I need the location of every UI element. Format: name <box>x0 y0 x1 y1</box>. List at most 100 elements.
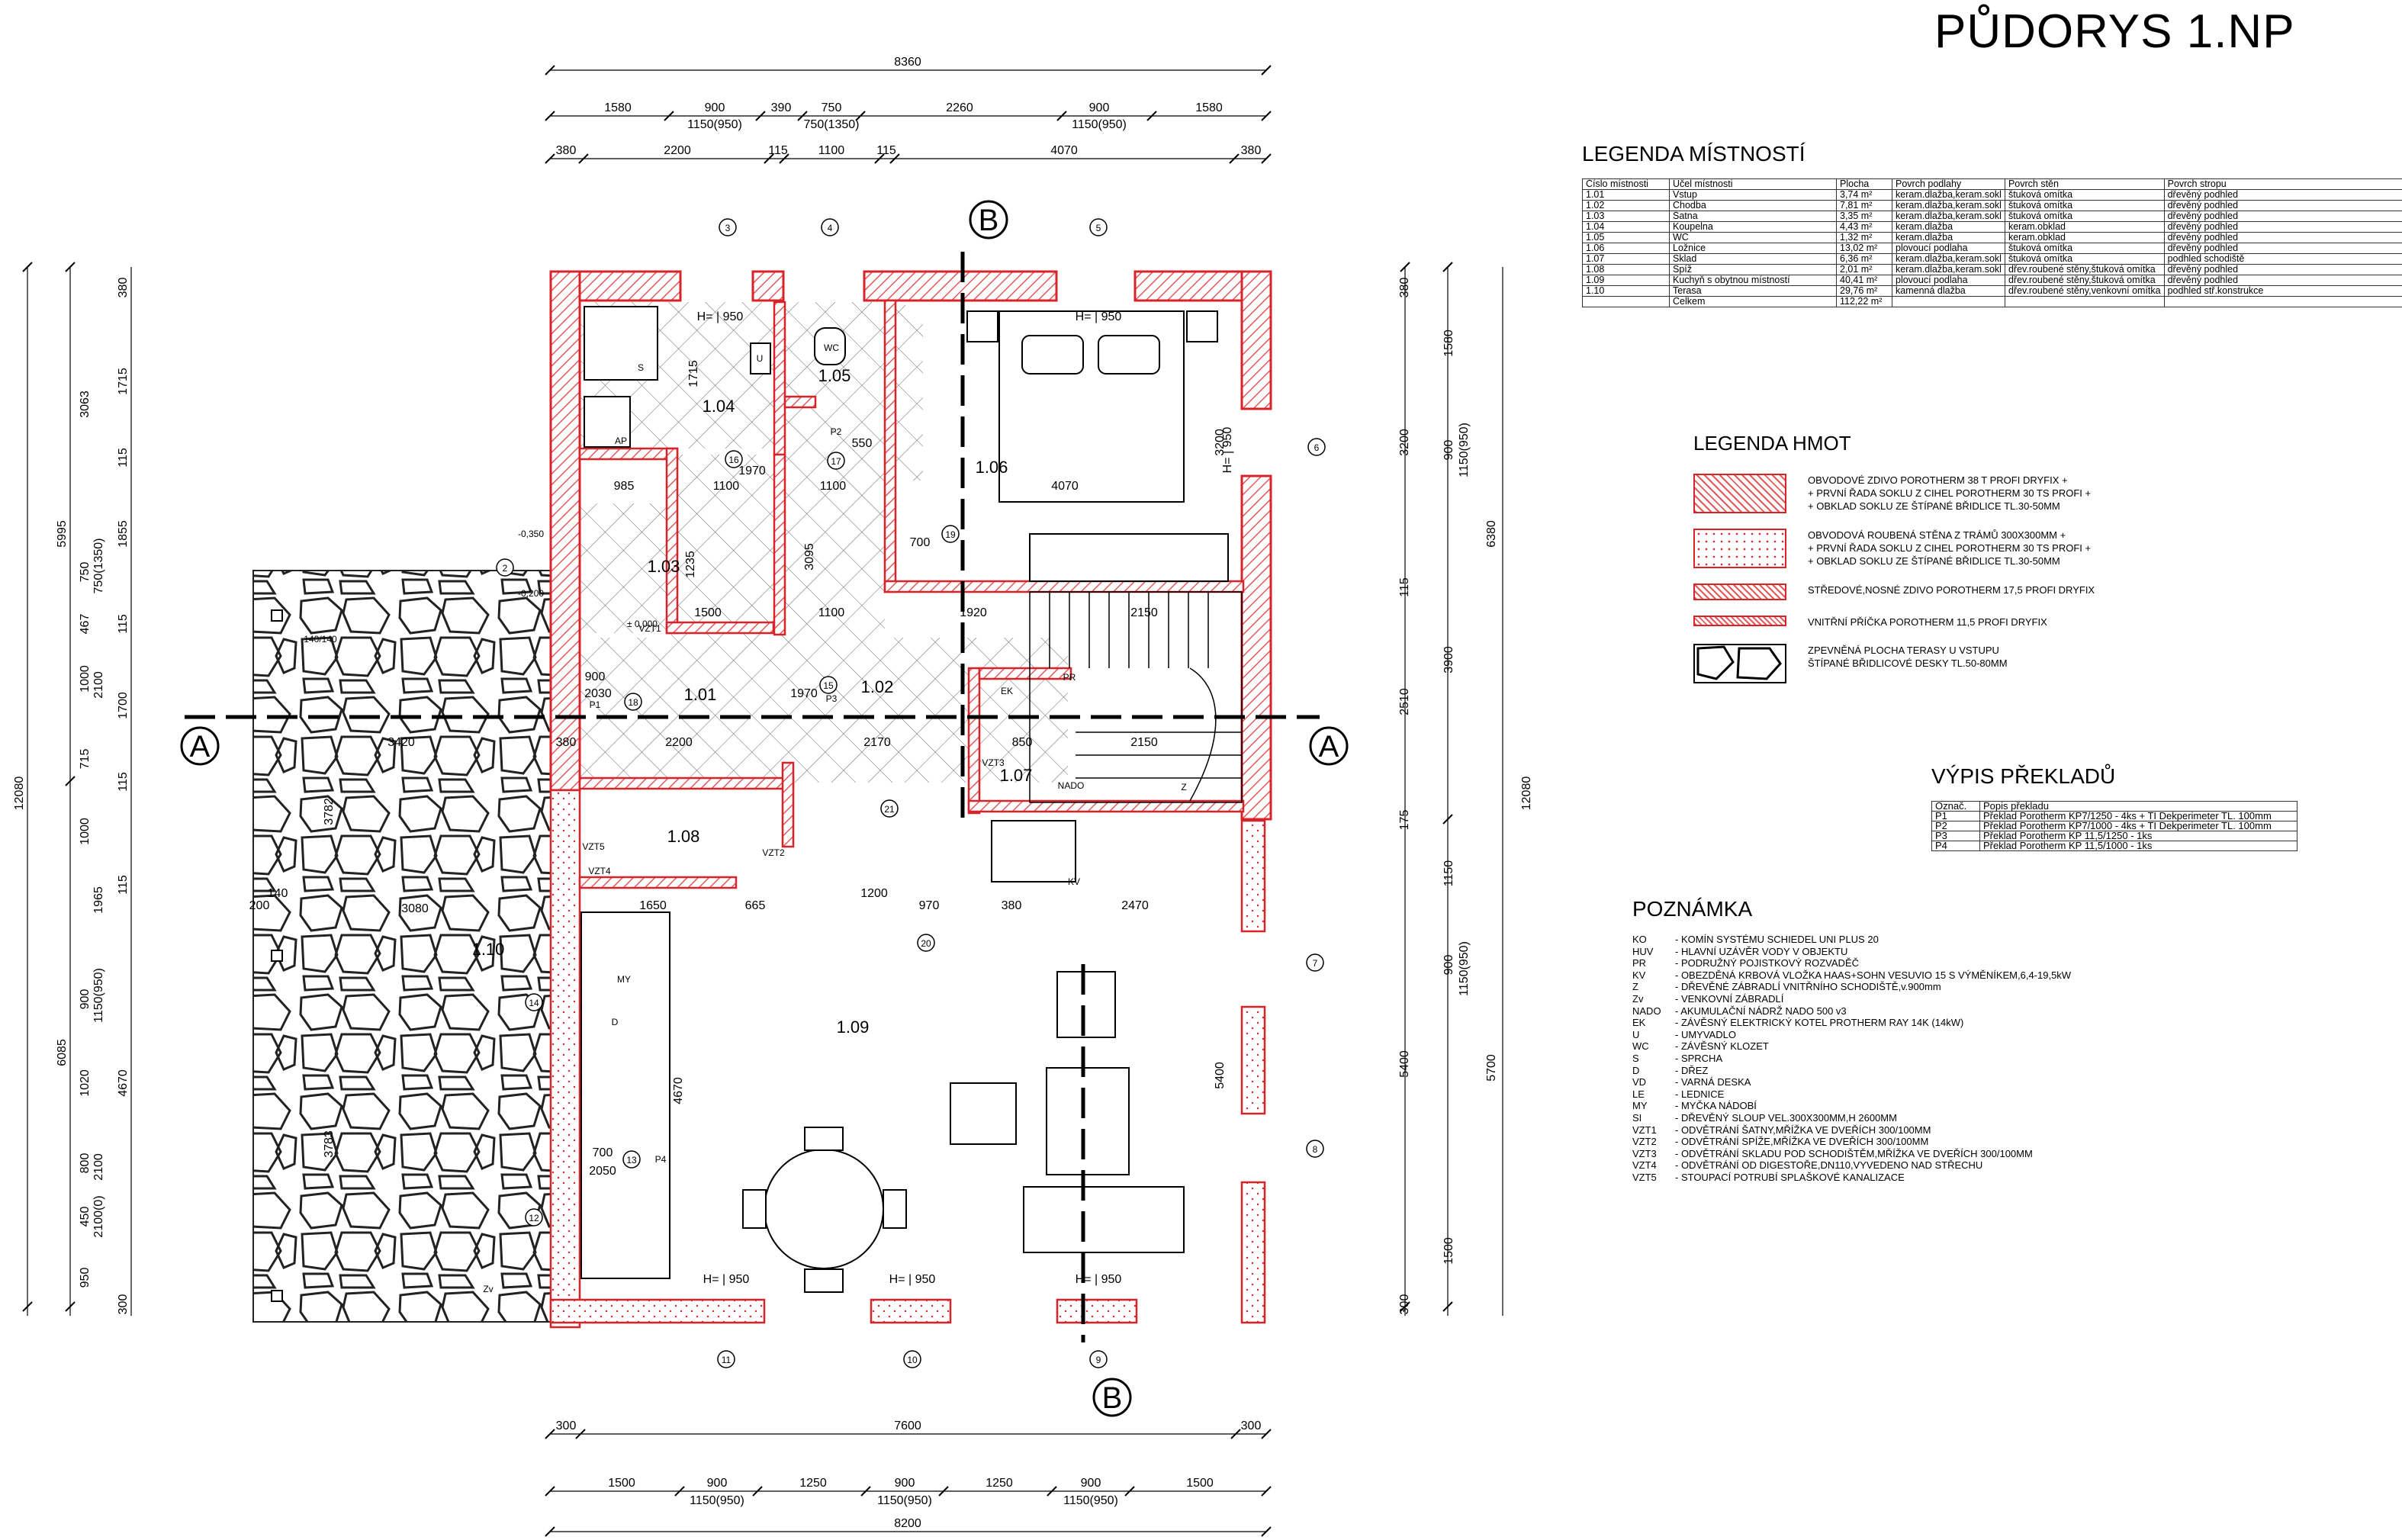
label-level-350: -0,350 <box>518 529 544 539</box>
inner-dim-13: 2170 <box>863 736 891 749</box>
dim-l-8: 467 <box>79 614 92 635</box>
rooms-table-cell: keram.dlažba,keram.sokl <box>1892 200 2005 211</box>
kitchen-counter <box>580 911 670 1279</box>
material-log-wall: OBVODOVÁ ROUBENÁ STĚNA Z TRÁMŮ 300X300MM… <box>1693 529 2121 568</box>
inner-dim-21: 380 <box>1002 899 1022 912</box>
dim-t3-3: 115 <box>768 144 788 157</box>
sill-height-4: H= | 950 <box>889 1273 936 1286</box>
floor-dressing <box>580 503 671 633</box>
notes-title: POZNÁMKA <box>1632 897 1753 921</box>
inner-dim-19: 665 <box>745 899 766 912</box>
rooms-table: Číslo místnosti Účel místnosti Plocha Po… <box>1582 178 2402 307</box>
dim-bottom: 300 7600 300 1500 900 1250 900 1250 900 … <box>556 1419 1262 1530</box>
dim-b1-1: 300 <box>556 1419 577 1432</box>
rooms-table-cell <box>2004 296 2165 307</box>
inner-dim-14: 850 <box>1012 736 1033 749</box>
rooms-table-cell: 1.02 <box>1582 200 1670 211</box>
inner-dim-32: 3782 <box>323 798 336 825</box>
note-text: - PODRUŽNÝ POJISTKOVÝ ROZVADĚČ <box>1675 957 1860 969</box>
note-item: VZT5- STOUPACÍ POTRUBÍ SPLAŠKOVÉ KANALIZ… <box>1632 1172 2182 1184</box>
inner-dim-24: 200 <box>249 899 270 912</box>
label-p2: P2 <box>831 426 842 437</box>
note-code: NADO <box>1632 1005 1661 1017</box>
inner-dim-28: 1970 <box>790 687 818 700</box>
lintels-title: VÝPIS PŘEKLADŮ <box>1931 764 2116 788</box>
room-number-1-03: 1.03 <box>648 557 680 576</box>
dim-l-15: 1000 <box>79 818 92 845</box>
note-code: VZT1 <box>1632 1124 1657 1136</box>
note-code: VZT2 <box>1632 1136 1657 1148</box>
dim-top-5: 2260 <box>946 101 973 114</box>
dim-r-9: 175 <box>1398 810 1411 831</box>
dim-t3-6: 4070 <box>1050 144 1078 157</box>
rooms-table-cell: Celkem <box>1669 296 1837 307</box>
section-mark-b-top <box>969 200 1008 240</box>
section-label-b-bottom: B <box>1102 1381 1123 1415</box>
lintel-code: P4 <box>1931 841 1980 851</box>
column-si-1 <box>271 609 283 622</box>
note-code: U <box>1632 1028 1640 1040</box>
dim-l-16: 1965 <box>92 886 105 914</box>
inner-dim-30: 700 <box>593 1146 613 1159</box>
inner-dim-8: 1500 <box>694 606 722 619</box>
axis-18: 18 <box>628 697 638 708</box>
chair-3 <box>742 1189 767 1229</box>
inner-dim-4: 4070 <box>1051 480 1079 493</box>
note-item: VZT3 - ODVĚTRÁNÍ SKLADU POD SCHODIŠTĚM,MŘ… <box>1632 1148 2182 1160</box>
section-label-b-top: B <box>979 204 999 237</box>
dim-r-4: 1150(950) <box>1458 423 1471 477</box>
exterior-walls <box>549 270 1272 821</box>
dim-b2-7: 1500 <box>1186 1477 1214 1490</box>
materials-legend: LEGENDA HMOT OBVODOVÉ ZDIVO POROTHERM 38… <box>1693 432 2121 699</box>
note-text: - UMYVADLO <box>1675 1028 1736 1040</box>
inner-dim-15: 2150 <box>1130 736 1158 749</box>
note-text: - VARNÁ DESKA <box>1675 1076 1751 1088</box>
note-code: VZT3 <box>1632 1147 1657 1159</box>
label-d: D <box>612 1017 619 1027</box>
material-text-1: OBVODOVÉ ZDIVO POROTHERM 38 T PROFI DRYF… <box>1808 474 2092 512</box>
note-text: - ODVĚTRÁNÍ SKLADU POD SCHODIŠTĚM,MŘÍŽKA… <box>1675 1147 2033 1159</box>
rooms-table-cell: štuková omítka <box>2004 243 2165 254</box>
note-item: KO- KOMÍN SYSTÉMU SCHIEDEL UNI PLUS 20 <box>1632 934 2182 946</box>
dim-l-19: 1150(950) <box>92 968 105 1023</box>
section-mark-b-bottom <box>1092 1378 1132 1417</box>
dim-l-3: 3063 <box>79 391 92 418</box>
rooms-table-cell: 29,76 m² <box>1836 285 1892 297</box>
note-code: HUV <box>1632 945 1654 957</box>
section-label-a-left: A <box>190 730 211 764</box>
axis-7: 7 <box>1313 958 1318 969</box>
label-vzt3: VZT3 <box>982 757 1005 768</box>
dim-r-7: 3900 <box>1442 646 1455 674</box>
note-item: S- SPRCHA <box>1632 1053 2182 1065</box>
rooms-table-cell: štuková omítka <box>2004 253 2165 265</box>
dim-b2-6: 900 <box>1081 1477 1101 1490</box>
rooms-table-cell: 4,43 m² <box>1836 221 1892 233</box>
room-number-1-06: 1.06 <box>976 458 1008 477</box>
rooms-table-cell: podhled stř.konstrukce <box>2163 285 2402 297</box>
material-exterior-wall: OBVODOVÉ ZDIVO POROTHERM 38 T PROFI DRYF… <box>1693 474 2121 513</box>
note-code: EK <box>1632 1017 1646 1029</box>
dim-top-overall: 8360 <box>894 56 921 69</box>
axis-9: 9 <box>1096 1355 1101 1365</box>
label-vzt5: VZT5 <box>582 841 605 852</box>
col-purpose: Účel místnosti <box>1669 178 1837 190</box>
rooms-table-cell: dřevěný podhled <box>2163 200 2402 211</box>
rooms-legend: LEGENDA MÍSTNOSTÍ Číslo místnosti Účel m… <box>1582 142 2402 307</box>
chair-4 <box>883 1189 907 1229</box>
dim-r-3: 900 <box>1442 440 1455 461</box>
note-item: Z- DŘEVĚNÉ ZÁBRADLÍ VNITŘNÍHO SCHODIŠTĚ,… <box>1632 981 2182 993</box>
swatch-log-wall <box>1693 529 1786 568</box>
note-code: PR <box>1632 957 1647 969</box>
washbasin <box>750 342 771 375</box>
dim-l-12: 1700 <box>117 692 130 719</box>
dim-r-14: 1500 <box>1442 1237 1455 1265</box>
dim-b1-3: 300 <box>1241 1419 1262 1432</box>
label-s: S <box>638 362 644 373</box>
rooms-table-cell: Ložnice <box>1669 243 1837 254</box>
rooms-table-cell: Spíž <box>1669 264 1837 275</box>
rooms-table-cell: Terasa <box>1669 285 1837 297</box>
dim-l-20: 4670 <box>117 1069 130 1097</box>
